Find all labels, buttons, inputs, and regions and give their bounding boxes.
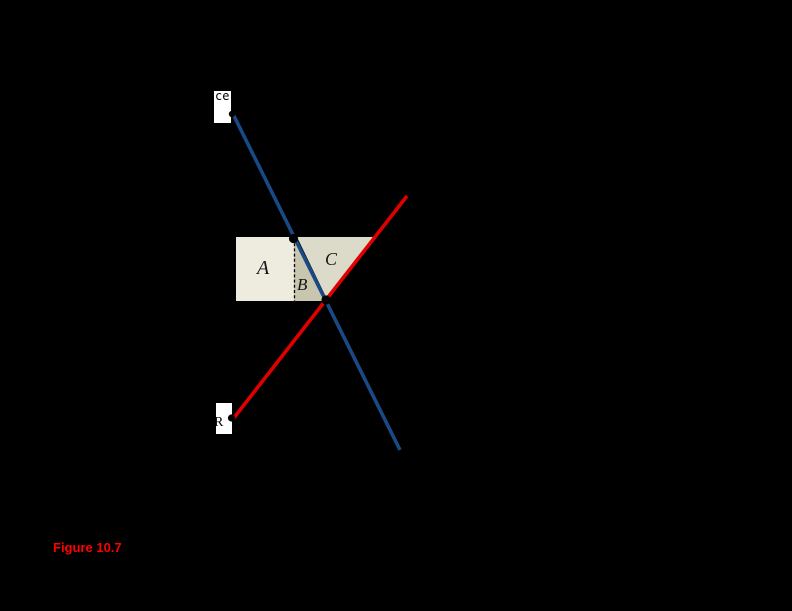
region-c-label: C: [325, 249, 338, 269]
intersection-dot: [321, 295, 331, 305]
blue-line-end-dot: [228, 110, 236, 118]
top-junction-dot: [288, 233, 299, 244]
price-axis-label-fragment: ce: [215, 89, 230, 103]
region-a-area: [236, 237, 294, 301]
region-a-label: A: [257, 257, 270, 279]
red-line: [231, 194, 409, 421]
region-b-label: B: [297, 275, 308, 294]
price-label-box: [214, 91, 231, 123]
region-c-area: [297, 237, 373, 299]
origin-label: R: [214, 415, 224, 430]
red-line-end-dot: [227, 414, 236, 422]
figure-caption: Figure 10.7: [53, 540, 122, 555]
origin-label-box: [216, 403, 232, 434]
blue-line: [231, 113, 402, 451]
